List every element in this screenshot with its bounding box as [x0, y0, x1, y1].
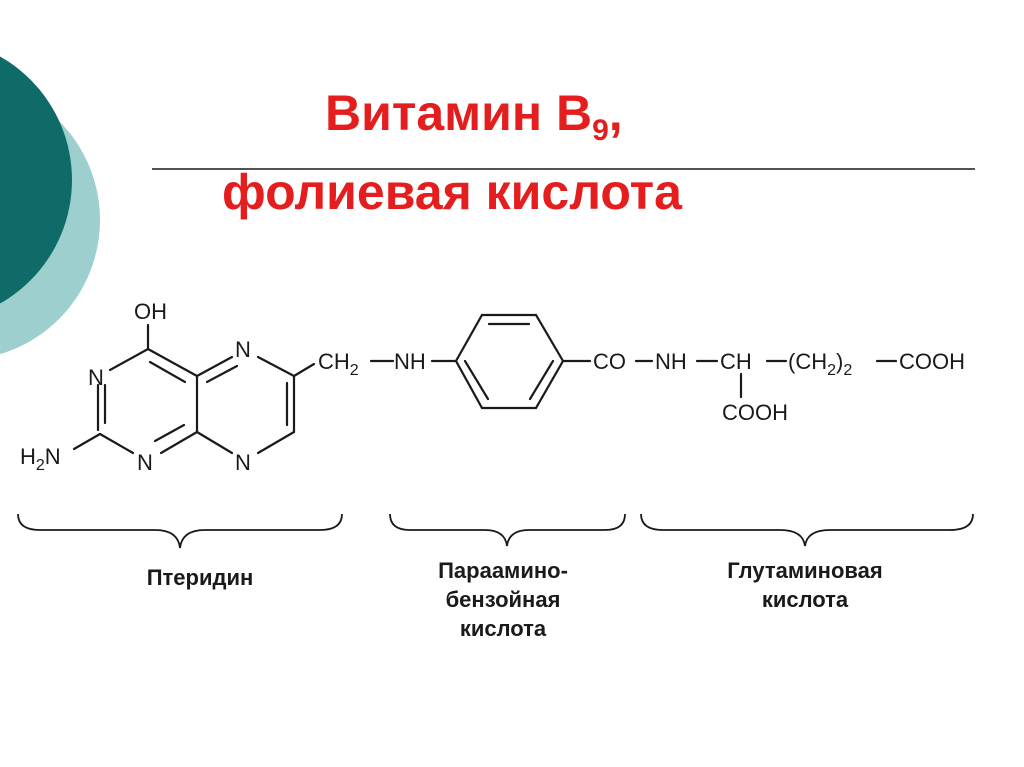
- benzene-double-2: [528, 359, 555, 401]
- bond-n5-c6: [256, 355, 296, 378]
- bond-c4a-n5: [195, 355, 234, 378]
- atom-labels: OH N N N N H2N CH2 NH CO NH CH (CH2)2 CO…: [20, 299, 965, 475]
- h2n-label: H2N: [20, 444, 61, 474]
- n-label: N: [235, 337, 251, 362]
- cooh-label: COOH: [899, 349, 965, 374]
- bond-c6-ch2: [292, 362, 316, 378]
- braces: [17, 513, 974, 549]
- n-label: N: [88, 365, 104, 390]
- caption-line: Глутаминовая: [727, 558, 883, 583]
- nh-label: NH: [655, 349, 687, 374]
- oh-label: OH: [134, 299, 167, 324]
- caption-line: кислота: [761, 587, 849, 612]
- title-line-2: фолиевая кислота: [222, 164, 682, 220]
- nh-label: NH: [394, 349, 426, 374]
- bond-c4-c4a: [146, 347, 199, 378]
- bond-inner-double-a: [153, 423, 186, 443]
- paba-brace: [389, 513, 626, 547]
- bond-c7-n8b: [256, 430, 296, 455]
- bond-c8a-n8: [159, 430, 199, 455]
- caption-paba: Параамино- бензойная кислота: [398, 556, 608, 643]
- caption-line: Птеридин: [146, 565, 254, 590]
- ch-label: CH: [720, 349, 752, 374]
- glutamate-brace: [640, 513, 974, 547]
- pteridine-brace: [17, 513, 343, 549]
- caption-line: кислота: [459, 616, 547, 641]
- benzene-ring: [454, 313, 565, 410]
- benzene-double-3: [463, 359, 490, 401]
- bond-n8-c2: [98, 432, 135, 455]
- caption-line: бензойная: [445, 587, 561, 612]
- title-line-1: Витамин B9,: [325, 85, 623, 147]
- caption-pteridine: Птеридин: [100, 563, 300, 592]
- bond-c2-nh2: [72, 432, 102, 451]
- dark-teal-circle: [0, 56, 72, 304]
- ch2-label: CH2: [318, 349, 359, 379]
- bond-n3-c4: [108, 347, 150, 372]
- cooh-label: COOH: [722, 400, 788, 425]
- caption-glutamate: Глутаминовая кислота: [690, 556, 920, 614]
- bond-n5-double: [205, 364, 239, 384]
- bond-inner-double-b: [148, 360, 187, 384]
- ch2-group-label: (CH2)2: [788, 349, 852, 379]
- n-label: N: [235, 450, 251, 475]
- co-label: CO: [593, 349, 626, 374]
- n-label: N: [137, 450, 153, 475]
- bond-n8b-c8a: [195, 430, 234, 455]
- bonds: [72, 313, 898, 455]
- caption-line: Параамино-: [438, 558, 568, 583]
